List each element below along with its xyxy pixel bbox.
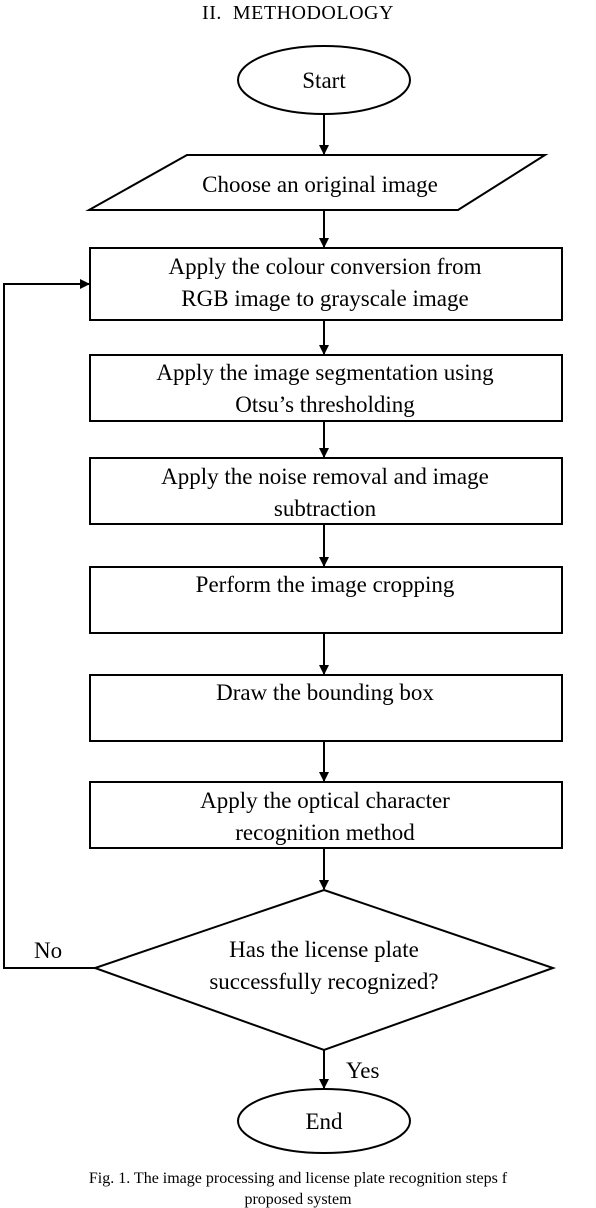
process-box-bounding-box — [89, 674, 563, 742]
step-bounding-line-1: Draw the bounding box — [216, 680, 434, 705]
start-label: Start — [302, 68, 346, 93]
process-box-segmentation — [89, 354, 563, 422]
process-box-noise-removal — [89, 457, 563, 525]
step-grayscale-line-1: Apply the colour conversion from — [169, 254, 482, 279]
end-label: End — [305, 1109, 343, 1134]
figure-caption: Fig. 1. The image processing and license… — [0, 1168, 596, 1208]
step-grayscale-line-2: RGB image to grayscale image — [181, 286, 468, 311]
caption-line-1: Fig. 1. The image processing and license… — [88, 1170, 508, 1187]
section-heading: II. METHODOLOGY — [0, 0, 596, 26]
decision-line-2: successfully recognized? — [209, 969, 438, 994]
input-label: Choose an original image — [202, 172, 438, 197]
step-segmentation-line-2: Otsu’s thresholding — [235, 392, 415, 417]
decision-line-1: Has the license plate — [229, 937, 419, 962]
flowchart: Start Choose an original image Apply the… — [3, 45, 563, 1154]
process-box-cropping — [89, 566, 563, 634]
section-numeral: II. — [202, 2, 222, 24]
arrow-no-loop-back — [3, 279, 95, 969]
no-branch-label: No — [34, 938, 62, 963]
step-segmentation-line-1: Apply the image segmentation using — [156, 360, 494, 385]
yes-branch-label: Yes — [346, 1058, 380, 1083]
step-cropping-line-1: Perform the image cropping — [196, 572, 455, 597]
caption-line-2: proposed system — [244, 1191, 352, 1208]
process-box-ocr — [89, 781, 563, 849]
process-box-grayscale — [89, 247, 563, 321]
section-title-rest: ETHODOLOGY — [251, 2, 394, 24]
step-ocr-line-1: Apply the optical character — [200, 788, 450, 813]
section-title-initial: M — [232, 2, 252, 24]
end-terminal — [237, 1088, 411, 1154]
input-parallelogram — [85, 154, 549, 211]
step-noise-line-2: subtraction — [274, 496, 377, 521]
step-ocr-line-2: recognition method — [235, 820, 415, 845]
step-noise-line-1: Apply the noise removal and image — [161, 464, 489, 489]
